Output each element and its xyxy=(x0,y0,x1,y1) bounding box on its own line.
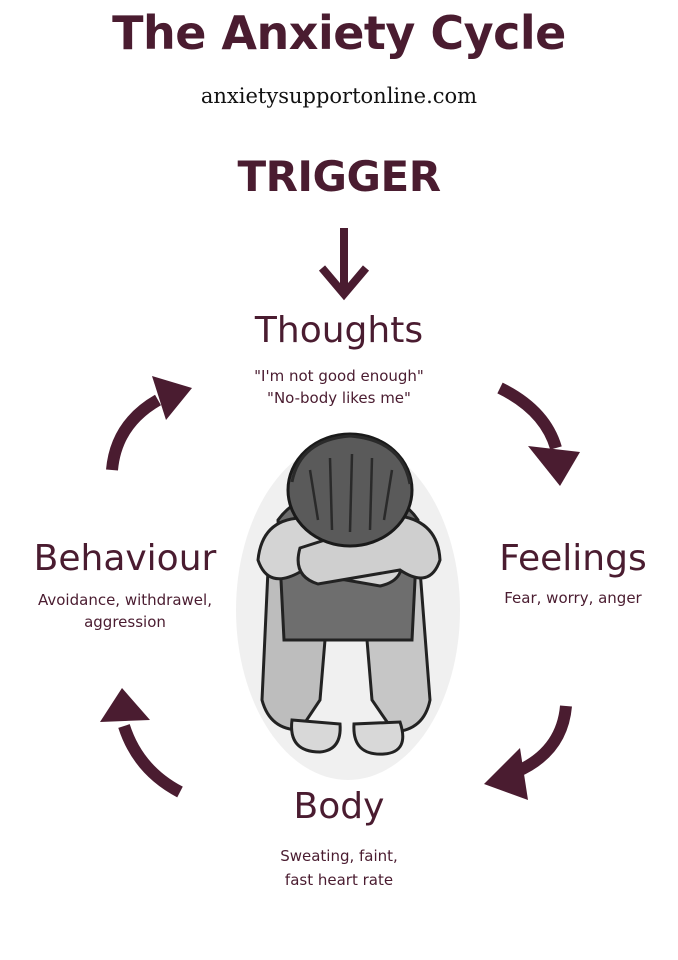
website-url: anxietysupportonline.com xyxy=(200,84,478,108)
node-body-title: Body xyxy=(293,786,385,827)
node-thoughts-line-1: "I'm not good enough" xyxy=(254,367,424,385)
sad-child-illustration xyxy=(236,432,460,780)
node-thoughts-line-2: "No-body likes me" xyxy=(267,389,411,407)
diagram-title: The Anxiety Cycle xyxy=(112,6,566,60)
node-feelings-line-1: Fear, worry, anger xyxy=(504,589,642,607)
arrow-thoughts-to-feelings xyxy=(497,382,580,486)
node-thoughts-title: Thoughts xyxy=(254,310,424,351)
node-behaviour-line-2: aggression xyxy=(84,613,166,631)
node-body-line-2: fast heart rate xyxy=(284,871,394,889)
trigger-label: TRIGGER xyxy=(237,152,441,201)
node-behaviour-line-1: Avoidance, withdrawel, xyxy=(38,591,212,609)
node-behaviour-title: Behaviour xyxy=(33,538,217,579)
node-body-line-1: Sweating, faint, xyxy=(280,847,398,865)
trigger-down-arrow xyxy=(318,228,370,301)
arrow-feelings-to-body xyxy=(484,705,572,800)
node-feelings-title: Feelings xyxy=(499,538,647,579)
arrow-behaviour-to-thoughts xyxy=(106,376,192,471)
arrow-body-to-behaviour xyxy=(100,688,183,798)
